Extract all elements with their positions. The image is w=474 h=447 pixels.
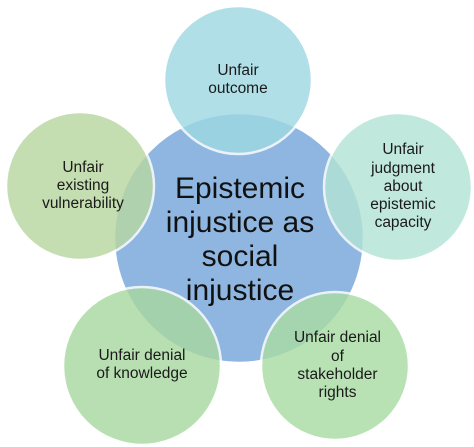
node-label-line: Unfair (382, 141, 424, 159)
node-label-line: about (383, 177, 423, 195)
node-label-unfair-denial-stakeholder: Unfair denial of stakeholder rights (275, 321, 400, 411)
node-label-line: Unfair denial (293, 329, 382, 347)
node-label-line: of (331, 347, 344, 365)
node-circle-unfair-outcome (162, 4, 314, 156)
node-label-line: Unfair (62, 158, 104, 176)
node-circle-unfair-denial-stakeholder (259, 290, 411, 442)
node-label-line: Unfair (217, 61, 259, 79)
center-label-line: social (201, 240, 279, 273)
node-circle-unfair-judgment (322, 111, 474, 263)
node-label-line: epistemic (370, 196, 436, 214)
center-label-line: injustice as (165, 206, 315, 240)
center-label: Epistemic injustice as social injustice (130, 150, 350, 330)
node-label-unfair-denial-knowledge: Unfair denial of knowledge (77, 340, 207, 390)
node-label-line: of knowledge (96, 365, 188, 382)
node-label-line: outcome (208, 80, 268, 97)
node-label-line: stakeholder (297, 366, 378, 383)
node-label-line: capacity (374, 214, 432, 232)
node-label-line: Unfair denial (98, 346, 186, 364)
node-label-unfair-judgment: Unfair judgment about epistemic capacity (343, 132, 463, 242)
node-label-unfair-vulnerability: Unfair existing vulnerability (28, 146, 138, 226)
center-label-line: injustice (185, 273, 295, 307)
node-circle-unfair-denial-knowledge (61, 285, 223, 447)
node-label-line: vulnerability (42, 195, 124, 213)
node-circle-unfair-vulnerability (4, 110, 156, 262)
node-label-line: judgment (371, 159, 435, 177)
node-label-line: rights (318, 384, 357, 402)
center-label-line: Epistemic (174, 172, 306, 206)
node-label-line: existing (56, 176, 110, 194)
node-label-unfair-outcome: Unfair outcome (178, 40, 298, 120)
